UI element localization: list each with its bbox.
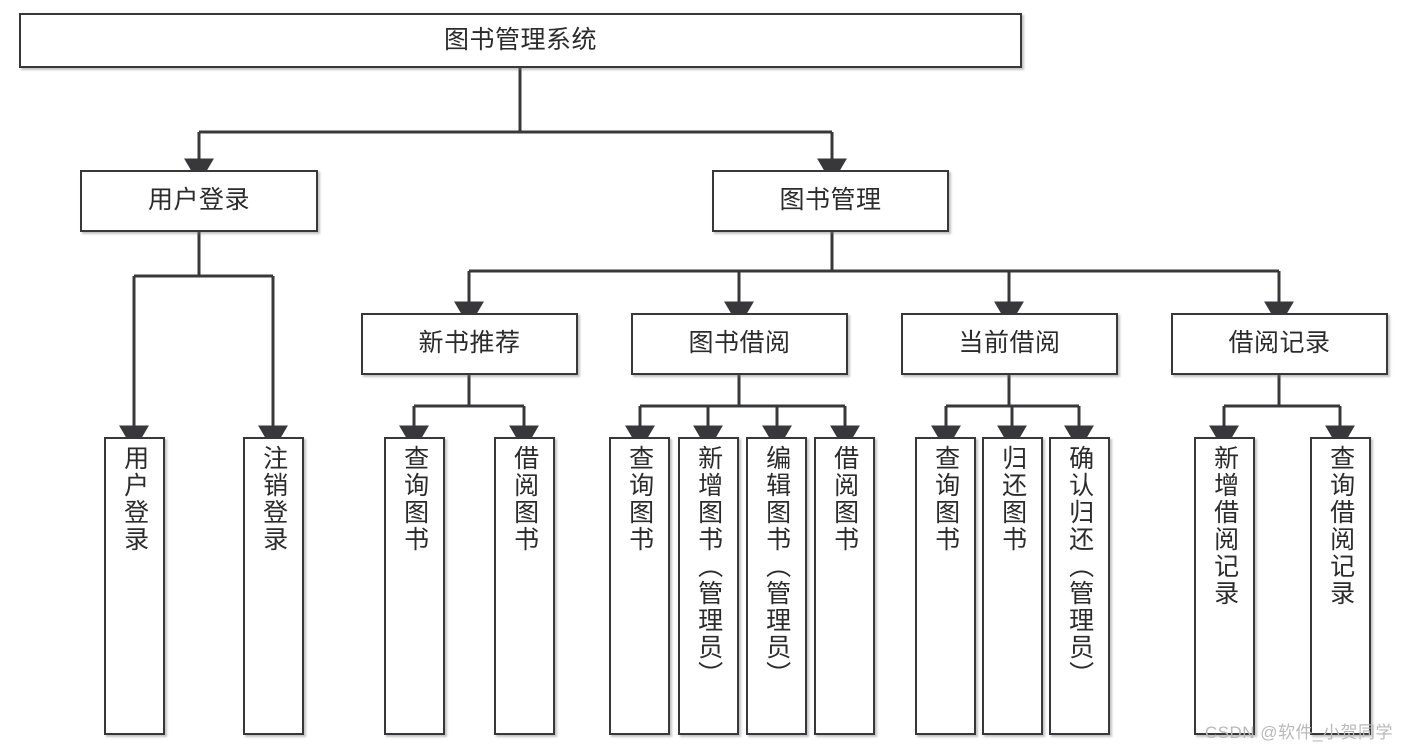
- node-label: 用户登录: [147, 186, 250, 215]
- node-label: 查询图书: [931, 445, 960, 553]
- node-label: 图书管理系统: [443, 25, 597, 54]
- leaf-borrow-record-query-record[interactable]: 查询借阅记录: [1310, 437, 1371, 735]
- leaf-current-borrow-query-book[interactable]: 查询图书: [915, 437, 976, 735]
- node-book-borrow[interactable]: 图书借阅: [631, 313, 848, 375]
- node-label: 借阅图书: [830, 445, 859, 553]
- node-label: 查询图书: [625, 445, 654, 553]
- csdn-watermark: CSDN @软件_小贺同学: [1204, 723, 1393, 742]
- node-current-borrow[interactable]: 当前借阅: [901, 313, 1118, 375]
- leaf-book-borrow-query-book[interactable]: 查询图书: [609, 437, 670, 735]
- leaf-new-book-borrow-book[interactable]: 借阅图书: [494, 437, 555, 735]
- node-book-management[interactable]: 图书管理: [712, 170, 949, 232]
- node-user-login[interactable]: 用户登录: [80, 170, 318, 232]
- node-label: 归还图书: [998, 445, 1027, 553]
- leaf-book-borrow-borrow-book[interactable]: 借阅图书: [814, 437, 875, 735]
- node-new-book-recommend[interactable]: 新书推荐: [361, 313, 578, 375]
- node-label: 图书管理: [779, 186, 882, 215]
- leaf-user-login-login[interactable]: 用户登录: [104, 437, 165, 735]
- node-label: 查询借阅记录: [1326, 445, 1355, 607]
- node-label: 借阅记录: [1228, 329, 1331, 358]
- node-label: 图书借阅: [688, 329, 791, 358]
- node-label: 新增图书（管理员）: [694, 445, 723, 688]
- node-label: 查询图书: [400, 445, 429, 553]
- leaf-user-login-logout[interactable]: 注销登录: [243, 437, 304, 735]
- leaf-book-borrow-edit-book-admin[interactable]: 编辑图书（管理员）: [746, 437, 807, 735]
- node-label: 确认归还（管理员）: [1065, 445, 1094, 688]
- node-label: 注销登录: [259, 445, 288, 553]
- leaf-new-book-query-book[interactable]: 查询图书: [384, 437, 445, 735]
- leaf-borrow-record-add-record[interactable]: 新增借阅记录: [1194, 437, 1255, 735]
- node-borrow-record[interactable]: 借阅记录: [1171, 313, 1388, 375]
- node-root-book-management-system[interactable]: 图书管理系统: [19, 13, 1022, 68]
- node-label: 新增借阅记录: [1210, 445, 1239, 607]
- node-label: 编辑图书（管理员）: [762, 445, 791, 688]
- node-label: 用户登录: [120, 445, 149, 553]
- leaf-book-borrow-add-book-admin[interactable]: 新增图书（管理员）: [678, 437, 739, 735]
- leaf-current-borrow-return-book[interactable]: 归还图书: [982, 437, 1043, 735]
- node-label: 新书推荐: [418, 329, 521, 358]
- node-label: 借阅图书: [510, 445, 539, 553]
- node-label: 当前借阅: [958, 329, 1061, 358]
- leaf-current-borrow-confirm-return-admin[interactable]: 确认归还（管理员）: [1049, 437, 1110, 735]
